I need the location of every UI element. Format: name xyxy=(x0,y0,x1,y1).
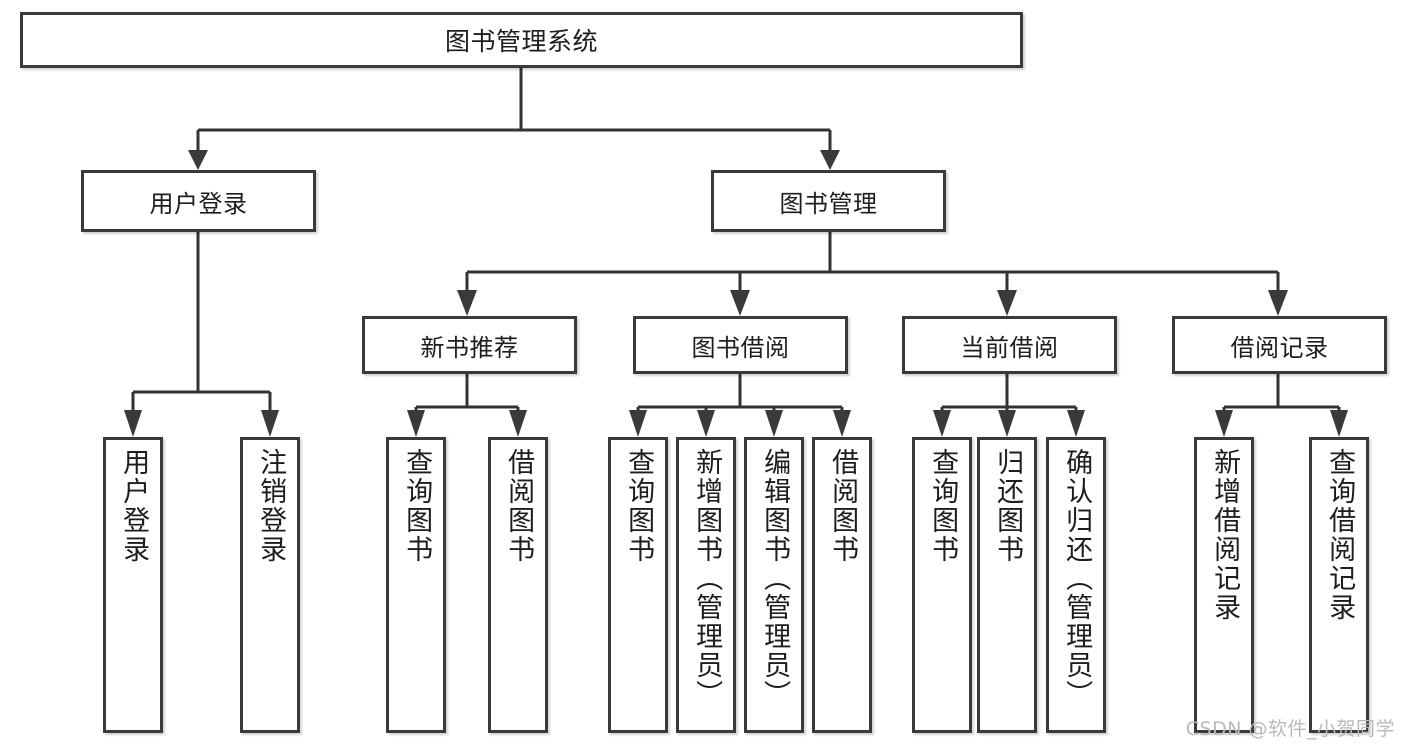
node-leaf-borrow-book-1[interactable]: 借阅图书 xyxy=(488,437,548,733)
node-leaf-query-book-3[interactable]: 查询图书 xyxy=(912,437,972,733)
arrow-head-borrow-record xyxy=(1268,290,1288,316)
node-leaf-borrow-book-2-label: 借阅图书 xyxy=(827,448,859,564)
node-borrow-record-label: 借阅记录 xyxy=(1230,333,1329,362)
node-leaf-edit-book[interactable]: 编辑图书（管理员） xyxy=(744,437,804,733)
arrow-head-current-borrow xyxy=(997,290,1017,316)
node-leaf-query-book-2[interactable]: 查询图书 xyxy=(608,437,668,733)
node-leaf-return-book-label: 归还图书 xyxy=(992,448,1024,564)
node-leaf-query-book-1-label: 查询图书 xyxy=(401,448,433,564)
node-root-label: 图书管理系统 xyxy=(444,27,598,56)
node-leaf-add-record-label: 新增借阅记录 xyxy=(1209,448,1241,622)
node-current-borrow-label: 当前借阅 xyxy=(960,333,1059,362)
arrow-head-leaf-edit-book xyxy=(765,410,783,437)
node-leaf-query-record-label: 查询借阅记录 xyxy=(1324,448,1356,622)
node-new-book-recommend-label: 新书推荐 xyxy=(420,333,519,362)
node-leaf-add-book-label: 新增图书（管理员） xyxy=(691,448,723,709)
node-user-login[interactable]: 用户登录 xyxy=(81,170,316,232)
node-leaf-confirm-return[interactable]: 确认归还（管理员） xyxy=(1046,437,1106,733)
node-new-book-recommend[interactable]: 新书推荐 xyxy=(362,316,577,374)
node-leaf-borrow-book-2[interactable]: 借阅图书 xyxy=(812,437,872,733)
node-leaf-add-book[interactable]: 新增图书（管理员） xyxy=(676,437,736,733)
node-book-manage-label: 图书管理 xyxy=(779,189,878,218)
node-leaf-query-record[interactable]: 查询借阅记录 xyxy=(1309,437,1369,733)
node-user-login-label: 用户登录 xyxy=(149,189,248,218)
arrow-head-leaf-query-book-2 xyxy=(629,410,647,437)
node-leaf-return-book[interactable]: 归还图书 xyxy=(977,437,1037,733)
arrow-head-leaf-add-record xyxy=(1215,410,1233,437)
arrow-head-new-book-recommend xyxy=(457,290,477,316)
node-book-borrow[interactable]: 图书借阅 xyxy=(633,316,848,374)
node-leaf-edit-book-label: 编辑图书（管理员） xyxy=(759,448,791,709)
node-leaf-add-record[interactable]: 新增借阅记录 xyxy=(1194,437,1254,733)
node-leaf-user-login[interactable]: 用户登录 xyxy=(103,437,163,733)
arrow-head-leaf-query-book-3 xyxy=(933,410,951,437)
arrow-head-user-login xyxy=(188,150,208,170)
node-root[interactable]: 图书管理系统 xyxy=(20,12,1023,68)
arrow-head-leaf-return-book xyxy=(998,410,1016,437)
node-book-manage[interactable]: 图书管理 xyxy=(711,170,946,232)
arrow-head-leaf-query-record xyxy=(1330,410,1348,437)
node-leaf-query-book-3-label: 查询图书 xyxy=(927,448,959,564)
arrow-head-leaf-user-logout xyxy=(261,410,279,437)
arrow-head-leaf-borrow-book-2 xyxy=(833,410,851,437)
node-current-borrow[interactable]: 当前借阅 xyxy=(902,316,1117,374)
arrow-head-leaf-user-login xyxy=(124,410,142,437)
node-leaf-user-logout-label: 注销登录 xyxy=(255,448,287,564)
arrow-head-leaf-add-book xyxy=(697,410,715,437)
node-leaf-query-book-1[interactable]: 查询图书 xyxy=(386,437,446,733)
arrow-head-leaf-borrow-book-1 xyxy=(509,410,527,437)
node-leaf-user-login-label: 用户登录 xyxy=(118,448,150,564)
arrow-head-leaf-query-book-1 xyxy=(407,410,425,437)
node-leaf-borrow-book-1-label: 借阅图书 xyxy=(503,448,535,564)
watermark-text: CSDN @软件_小贺同学 xyxy=(1185,718,1395,740)
arrow-head-leaf-confirm-return xyxy=(1067,410,1085,437)
arrow-head-book-manage xyxy=(820,150,840,170)
node-book-borrow-label: 图书借阅 xyxy=(691,333,790,362)
node-leaf-confirm-return-label: 确认归还（管理员） xyxy=(1061,448,1093,709)
node-leaf-query-book-2-label: 查询图书 xyxy=(623,448,655,564)
node-leaf-user-logout[interactable]: 注销登录 xyxy=(240,437,300,733)
arrow-head-book-borrow xyxy=(730,290,750,316)
node-borrow-record[interactable]: 借阅记录 xyxy=(1172,316,1387,374)
